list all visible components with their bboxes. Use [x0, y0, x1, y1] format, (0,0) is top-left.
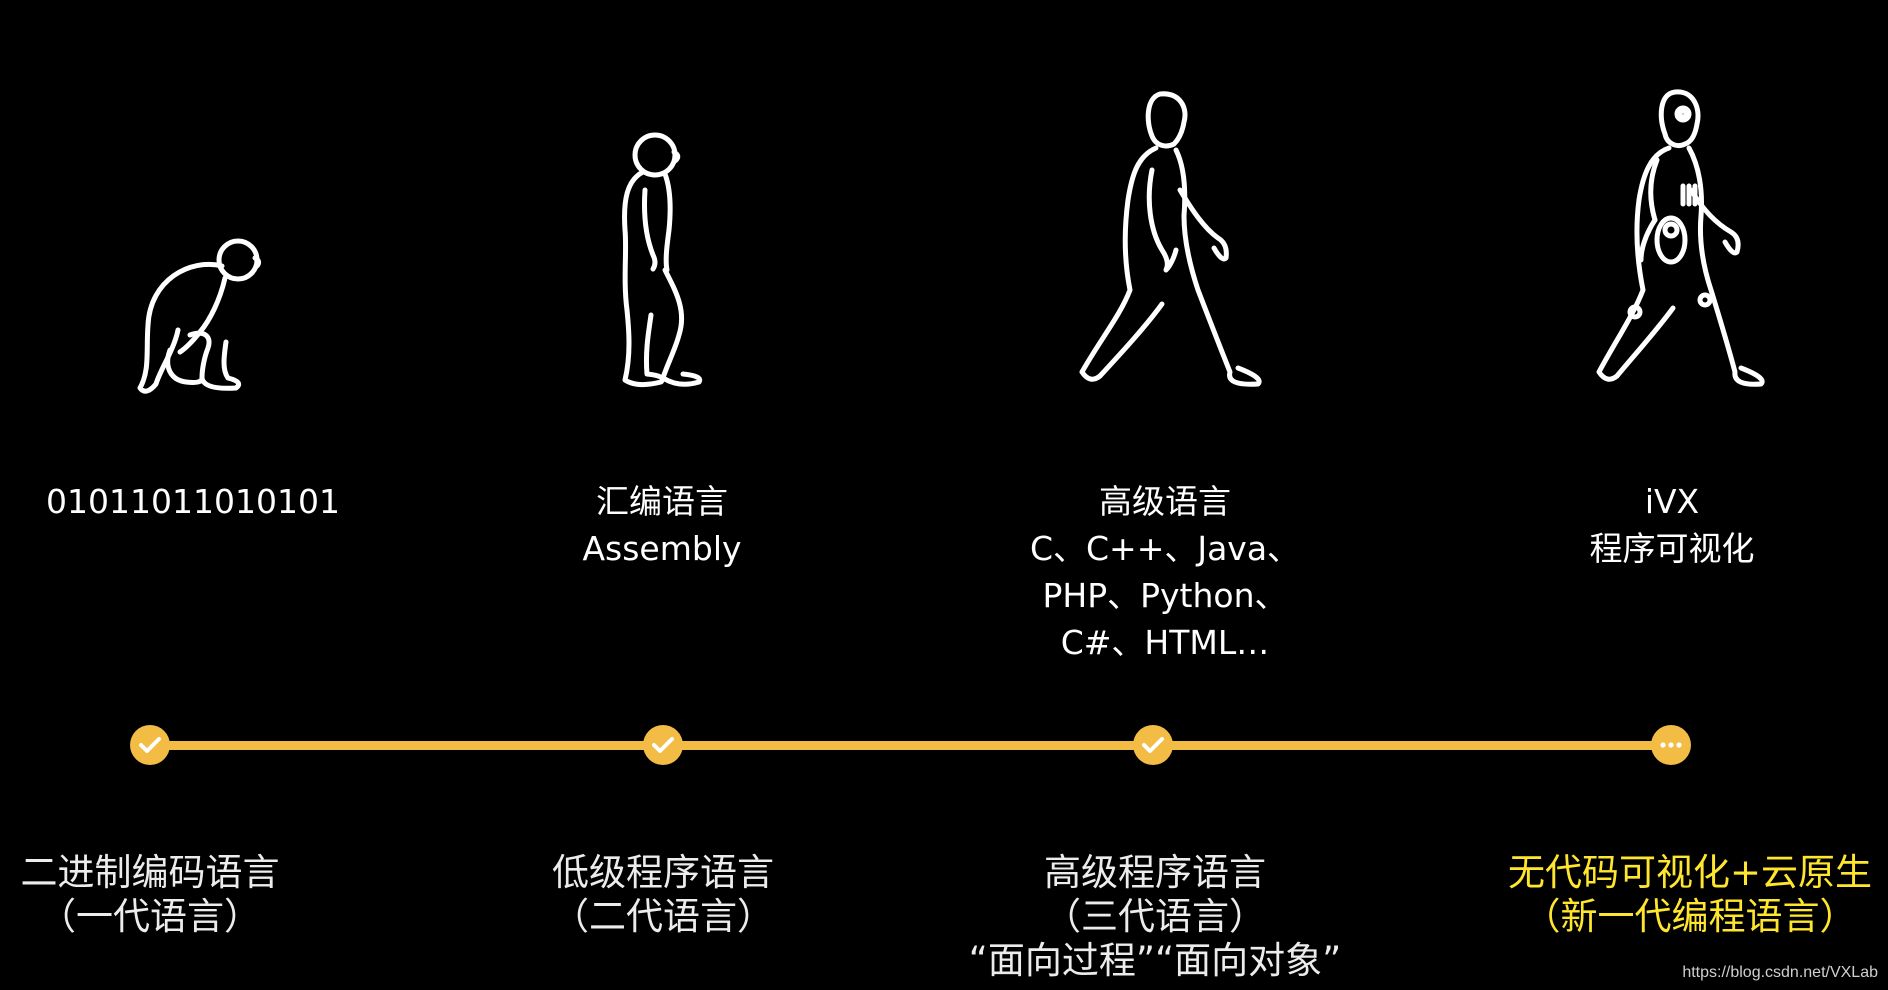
desc-line: Assembly: [582, 529, 742, 568]
check-icon: [652, 737, 674, 753]
gen-line: （二代语言）: [552, 895, 774, 938]
stage-1-generation-label: 二进制编码语言 （一代语言）: [21, 851, 280, 939]
gen-line: （一代语言）: [39, 895, 261, 938]
timeline-line: [150, 741, 1670, 750]
ellipsis-icon: [1660, 742, 1682, 748]
gen-line: “面向过程”“面向对象”: [968, 939, 1342, 982]
desc-line: 01011011010101: [46, 482, 340, 521]
gen-line: 高级程序语言: [1044, 851, 1266, 894]
desc-line: PHP、Python、: [1042, 576, 1288, 615]
timeline-node-4: [1651, 725, 1691, 765]
desc-line: 汇编语言: [596, 482, 728, 521]
watermark: https://blog.csdn.net/VXLab: [1682, 964, 1878, 981]
gen-line: （新一代编程语言）: [1523, 895, 1857, 938]
desc-line: 程序可视化: [1589, 529, 1755, 568]
check-icon: [139, 737, 161, 753]
stage-4-description: iVX 程序可视化: [1590, 478, 1755, 572]
timeline-node-3: [1133, 725, 1173, 765]
desc-line: C、C++、Java、: [1029, 529, 1301, 568]
check-icon: [1142, 737, 1164, 753]
gen-line: （三代语言）: [1044, 895, 1266, 938]
stage-3-description: 高级语言 C、C++、Java、 PHP、Python、 C#、HTML…: [1030, 478, 1300, 666]
early-hominid-standing-icon: [605, 130, 715, 390]
robot-walking-icon: [1595, 89, 1765, 400]
human-walking-icon: [1079, 90, 1262, 400]
desc-line: 高级语言: [1099, 482, 1231, 521]
timeline-node-2: [643, 725, 683, 765]
stage-3-generation-label: 高级程序语言 （三代语言） “面向过程”“面向对象”: [969, 851, 1342, 983]
desc-line: iVX: [1644, 482, 1700, 521]
gen-line: 无代码可视化+云原生: [1507, 851, 1873, 894]
gen-line: 二进制编码语言: [20, 851, 280, 894]
stage-2-generation-label: 低级程序语言 （二代语言）: [552, 851, 774, 939]
desc-line: C#、HTML…: [1060, 623, 1270, 662]
timeline-node-1: [130, 725, 170, 765]
stage-1-description: 01011011010101: [46, 478, 340, 525]
stage-4-generation-label: 无代码可视化+云原生 （新一代编程语言）: [1508, 851, 1872, 939]
ape-crouching-icon: [130, 230, 280, 400]
stage-2-description: 汇编语言 Assembly: [582, 478, 741, 572]
gen-line: 低级程序语言: [552, 851, 774, 894]
